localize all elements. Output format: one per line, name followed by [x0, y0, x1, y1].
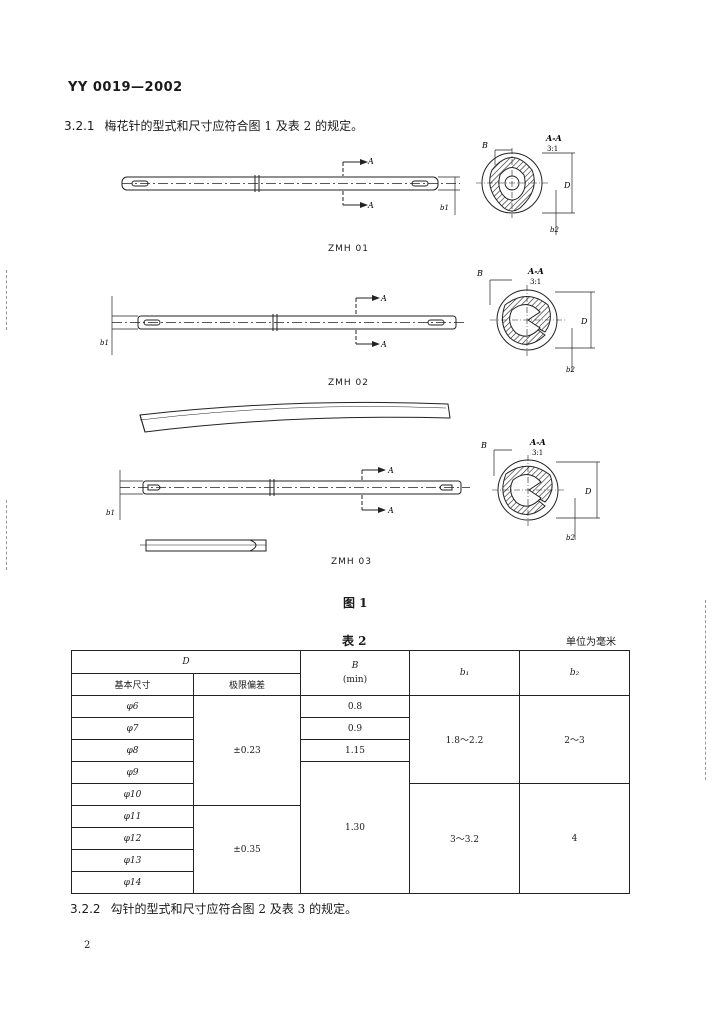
figure-title: 图 1	[343, 596, 368, 610]
cell-b: 0.9	[300, 717, 410, 740]
header-b-sub: (min)	[342, 675, 368, 685]
standard-code: YY 0019—2002	[68, 80, 183, 95]
needle-zmh02	[111, 296, 466, 355]
cell-basic-size: φ12	[71, 827, 194, 850]
clause-text: 勾针的型式和尺寸应符合图 2 及表 3 的规定。	[110, 902, 358, 916]
table-row: φ10 3～3.2 4	[71, 783, 630, 894]
dim-label-b1: b1	[100, 339, 109, 347]
edge-mark	[705, 600, 707, 780]
needle-zmh03-tip-detail	[140, 539, 267, 552]
clause-3-2-1: 3.2.1 梅花针的型式和尺寸应符合图 1 及表 2 的规定。	[64, 117, 363, 134]
section-label-a: A	[380, 340, 387, 349]
section-aa-label: A-A	[545, 133, 562, 143]
cross-section-zmh01	[476, 148, 575, 235]
clause-3-2-2: 3.2.2 勾针的型式和尺寸应符合图 2 及表 3 的规定。	[70, 900, 357, 917]
cell-b1: 1.8～2.2	[409, 695, 520, 784]
edge-mark	[6, 270, 8, 330]
cell-basic-size: φ9	[71, 761, 194, 784]
caption-zmh03: ZMH 03	[331, 557, 373, 567]
cell-b: 0.8	[300, 695, 410, 718]
table-row: φ11 ±0.35	[71, 805, 630, 894]
cell-basic-size: φ8	[71, 739, 194, 762]
section-label-a: A	[367, 157, 374, 166]
section-label-a: A	[367, 201, 374, 210]
cell-basic-size: φ10	[71, 783, 194, 806]
clause-number: 3.2.1	[64, 119, 95, 133]
dim-label-b1: b1	[440, 204, 449, 212]
dim-label-d: D	[563, 181, 571, 190]
page-number: 2	[84, 940, 91, 951]
header-d: D	[71, 650, 301, 674]
table-row: φ14	[71, 871, 630, 894]
scale-label: 3:1	[530, 278, 541, 286]
cell-deviation: ±0.35	[193, 805, 301, 894]
header-b-label: B	[351, 661, 359, 671]
dim-label-b2: b2	[566, 534, 575, 542]
caption-zmh02: ZMH 02	[328, 378, 370, 388]
header-b1: b₁	[409, 650, 520, 696]
dim-label-b: B	[476, 269, 483, 278]
dim-label-b: B	[480, 441, 487, 450]
cell-b2: 2～3	[519, 695, 630, 784]
clause-text: 梅花针的型式和尺寸应符合图 1 及表 2 的规定。	[104, 119, 364, 133]
header-basic-size: 基本尺寸	[71, 673, 194, 696]
dim-label-d: D	[580, 317, 588, 326]
header-b: B (min)	[300, 650, 410, 696]
table-header-row: D B (min) b₁ b₂	[71, 650, 630, 696]
cell-basic-size: φ6	[71, 695, 194, 718]
section-label-a: A	[387, 466, 394, 475]
table-unit: 单位为毫米	[566, 637, 616, 648]
section-aa-label: A-A	[529, 437, 546, 447]
section-label-a: A	[380, 294, 387, 303]
cell-basic-size: φ14	[71, 871, 194, 894]
needle-zmh01	[121, 161, 460, 215]
edge-mark	[6, 500, 8, 570]
cell-b1: 3～3.2	[409, 783, 520, 894]
cell-basic-size: φ11	[71, 805, 194, 828]
table-title: 表 2	[342, 634, 367, 648]
dim-label-b1: b1	[106, 509, 115, 517]
cell-b: 1.15	[300, 739, 410, 762]
table-row: φ9 1.30	[71, 761, 630, 894]
cross-section-zmh02	[489, 279, 595, 372]
table-row: φ6 ±0.23 0.8 1.8～2.2 2～3	[71, 695, 630, 806]
cell-basic-size: φ13	[71, 849, 194, 872]
dim-label-b: B	[481, 141, 488, 150]
header-b2: b₂	[519, 650, 630, 696]
cell-basic-size: φ7	[71, 717, 194, 740]
cross-section-zmh03	[492, 449, 600, 540]
clause-number: 3.2.2	[70, 902, 101, 916]
scale-label: 3:1	[532, 449, 543, 457]
dim-label-b2: b2	[550, 226, 559, 234]
caption-zmh01: ZMH 01	[328, 244, 370, 254]
dim-label-b2: b2	[566, 366, 575, 374]
section-label-a: A	[387, 506, 394, 515]
dim-label-d: D	[584, 487, 592, 496]
scale-label: 3:1	[547, 145, 558, 153]
cell-b2: 4	[519, 783, 630, 894]
needle-zmh03-side	[139, 401, 451, 433]
figure-1-drawing: A A b1 B A-A 3:1 D b2 A A b1	[100, 133, 600, 552]
section-aa-label: A-A	[527, 266, 544, 276]
needle-zmh03	[119, 469, 470, 520]
cell-b: 1.30	[300, 761, 410, 894]
header-limit-deviation: 极限偏差	[193, 673, 301, 696]
table-2: D B (min) b₁ b₂ 基本尺寸 极限偏差 φ6 ±0.23 0.8 1…	[71, 650, 630, 894]
cell-deviation: ±0.23	[193, 695, 301, 806]
